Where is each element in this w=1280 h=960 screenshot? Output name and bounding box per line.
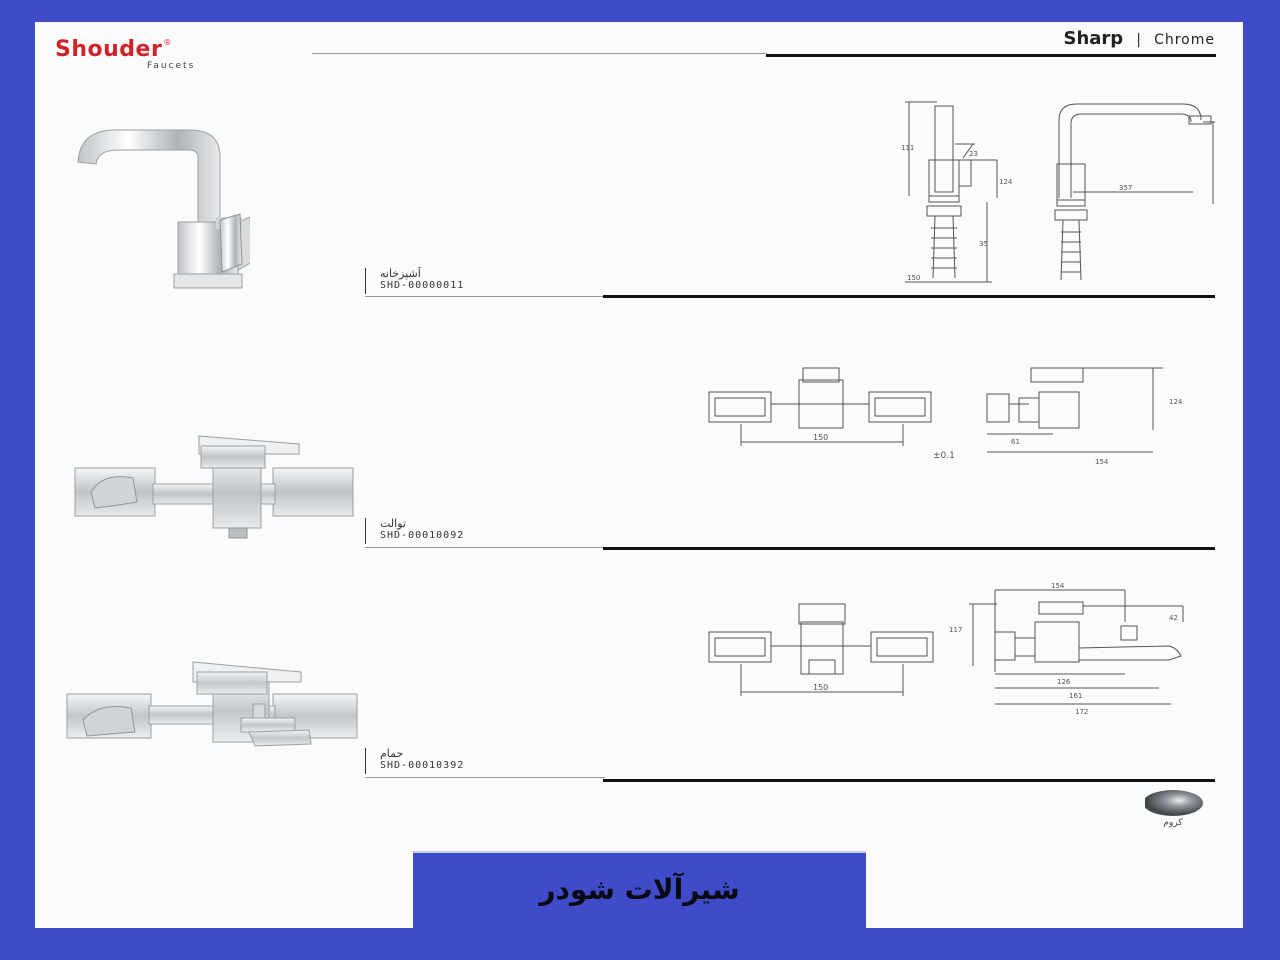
product-kitchen: آشپزخانه SHD-00000011 111 23 124 35 150 [35,22,1243,298]
product-bath: حمام SHD-00010392 150 [35,482,1243,782]
kitchen-faucet-photo [77,129,250,289]
footer-banner: شیرآلات شودر [413,851,866,931]
product-code: SHD-00010092 [380,530,465,541]
series-header: Sharp | Chrome [1063,28,1215,49]
dim-center: 150 [813,683,828,692]
finish-label: کروم [1163,818,1183,828]
product-toilet: توالت SHD-00010092 150 ±0.1 [35,252,1243,550]
toilet-front-drawing: 150 ±0.1 [708,367,955,461]
product-rule-thick [603,295,1215,298]
dim-height: 111 [901,144,914,152]
header-rule-thin [312,53,767,54]
dim-depth: 154 [1095,458,1109,466]
product-label: حمام SHD-00010392 [365,748,464,774]
bath-front-drawing: 150 [708,603,934,696]
brand-logo: Shouder ® Faucets [55,37,196,71]
header-rule-thick [766,54,1216,57]
bath-side-drawing: 154 42 117 126 161 172 [949,582,1184,716]
series-separator: | [1136,32,1141,48]
dim-b: 161 [1069,692,1082,700]
toilet-mixer-photo [74,435,354,539]
dim-height: 117 [949,626,962,634]
catalog-page: Shouder ® Faucets Sharp | Chrome آشپزخان… [35,22,1243,928]
dim-a: 126 [1057,678,1071,686]
brand-name: Shouder [55,37,163,62]
product-name: آشپزخانه [380,267,421,280]
dim-width-top: 154 [1051,582,1065,590]
product-name: توالت [380,517,406,530]
product-code: SHD-00000011 [380,280,465,291]
product-rule-thin [365,296,605,297]
brand-tagline: Faucets [147,61,196,71]
dim-center: 150 [813,433,828,442]
registered-mark: ® [163,38,172,47]
kitchen-side-drawing: 111 23 124 35 150 [901,101,1013,283]
dim-spread: 150 [907,274,920,282]
dim-width: 23 [969,150,978,158]
dim-height: 124 [1169,398,1183,406]
toilet-side-drawing: 124 61 154 [986,367,1183,466]
chrome-finish-swatch [1145,790,1203,816]
product-rule-thin [365,777,605,778]
product-code: SHD-00010392 [380,760,465,771]
product-label: توالت SHD-00010092 [365,518,464,544]
dim-c: 172 [1075,708,1088,716]
dim-handle: 42 [1169,614,1178,622]
product-rule-thin [365,547,605,548]
product-rule-thick [603,547,1215,550]
dim-handle: 124 [999,178,1013,186]
product-label: آشپزخانه SHD-00000011 [365,268,464,294]
dim-base: 35 [979,240,988,248]
series-finish: Chrome [1154,32,1215,48]
kitchen-front-drawing: 357 [1054,103,1215,281]
banner-title: شیرآلات شودر [539,873,740,906]
series-name: Sharp [1063,28,1124,49]
dim-projection: 61 [1011,438,1020,446]
bath-mixer-photo [66,661,358,747]
dim-tolerance: ±0.1 [933,451,955,461]
product-name: حمام [380,747,404,760]
product-rule-thick [603,779,1215,782]
dim-reach: 357 [1119,184,1132,192]
